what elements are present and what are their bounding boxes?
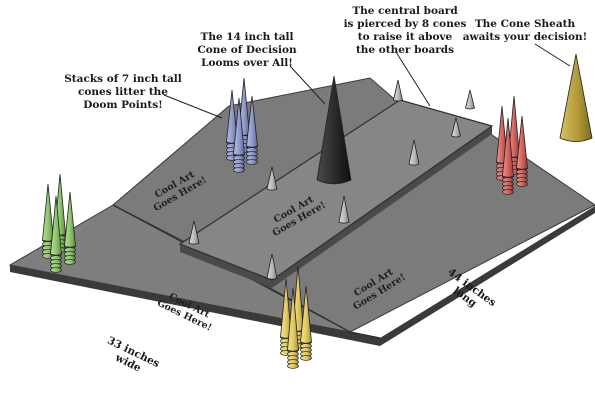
cone-stack-red-disc [516, 181, 528, 187]
cone-stack-green [64, 191, 76, 248]
leader-line-central [395, 51, 431, 107]
cone-stack-blue [233, 97, 245, 156]
annotation-stacks: Stacks of 7 inch tall cones litter the D… [64, 73, 182, 111]
annotation-line: Looms over All! [201, 57, 293, 69]
cone-stack-yellow [287, 287, 299, 352]
spike-cone [393, 79, 403, 102]
annotation-line: The central board [352, 5, 458, 17]
cone-stack-yellow-disc [287, 363, 299, 369]
cone-stack-green [42, 183, 54, 242]
cone-stack-red [502, 117, 514, 178]
annotation-line: The Cone Sheath [475, 18, 576, 30]
cone-stack-yellow-disc [300, 355, 312, 361]
board-seam [349, 331, 381, 339]
annotation-line: cones litter the [78, 86, 168, 98]
leader-line-sheath [534, 43, 571, 67]
cone-stack-yellow [300, 285, 312, 344]
annotation-line: is pierced by 8 cones [344, 18, 467, 30]
cone-stack-blue-disc [246, 159, 258, 165]
cone-stack-green [50, 195, 62, 256]
cone-stack-red [516, 115, 528, 170]
annotation-line: Cone of Decision [197, 44, 297, 56]
dimension-width: 33 inches wide [105, 335, 161, 375]
annotation-line: awaits your decision! [463, 31, 588, 43]
cone-of-decision [316, 75, 352, 185]
cone-stack-green-disc [64, 259, 76, 265]
annotation-line: Stacks of 7 inch tall [64, 73, 182, 85]
cone-stack-red-disc [502, 189, 514, 195]
annotation-cone-of-decision: The 14 inch tall Cone of Decision Looms … [197, 31, 297, 69]
cone-stack-blue-disc [233, 167, 245, 173]
spike-cone [451, 117, 461, 138]
cone-layer [42, 53, 593, 369]
spike-cone [266, 166, 278, 191]
spike-cone [188, 220, 200, 245]
annotation-cone-sheath: The Cone Sheath awaits your decision! [463, 18, 588, 43]
leader-line-stacks [163, 94, 223, 119]
cone-sheath [559, 53, 593, 142]
annotation-line: to raise it above [358, 31, 453, 43]
annotation-central-board: The central board is pierced by 8 cones … [344, 5, 467, 56]
spike-cone [465, 89, 475, 110]
leader-line-decision [289, 65, 326, 105]
spike-cone [408, 139, 420, 166]
spike-cone [266, 253, 278, 280]
annotation-line: The 14 inch tall [201, 31, 294, 43]
annotation-line: Doom Points! [83, 99, 163, 111]
annotation-line: the other boards [356, 44, 454, 56]
spike-cone [338, 195, 350, 224]
cone-stack-green-disc [50, 267, 62, 273]
cone-stack-blue [246, 95, 258, 148]
